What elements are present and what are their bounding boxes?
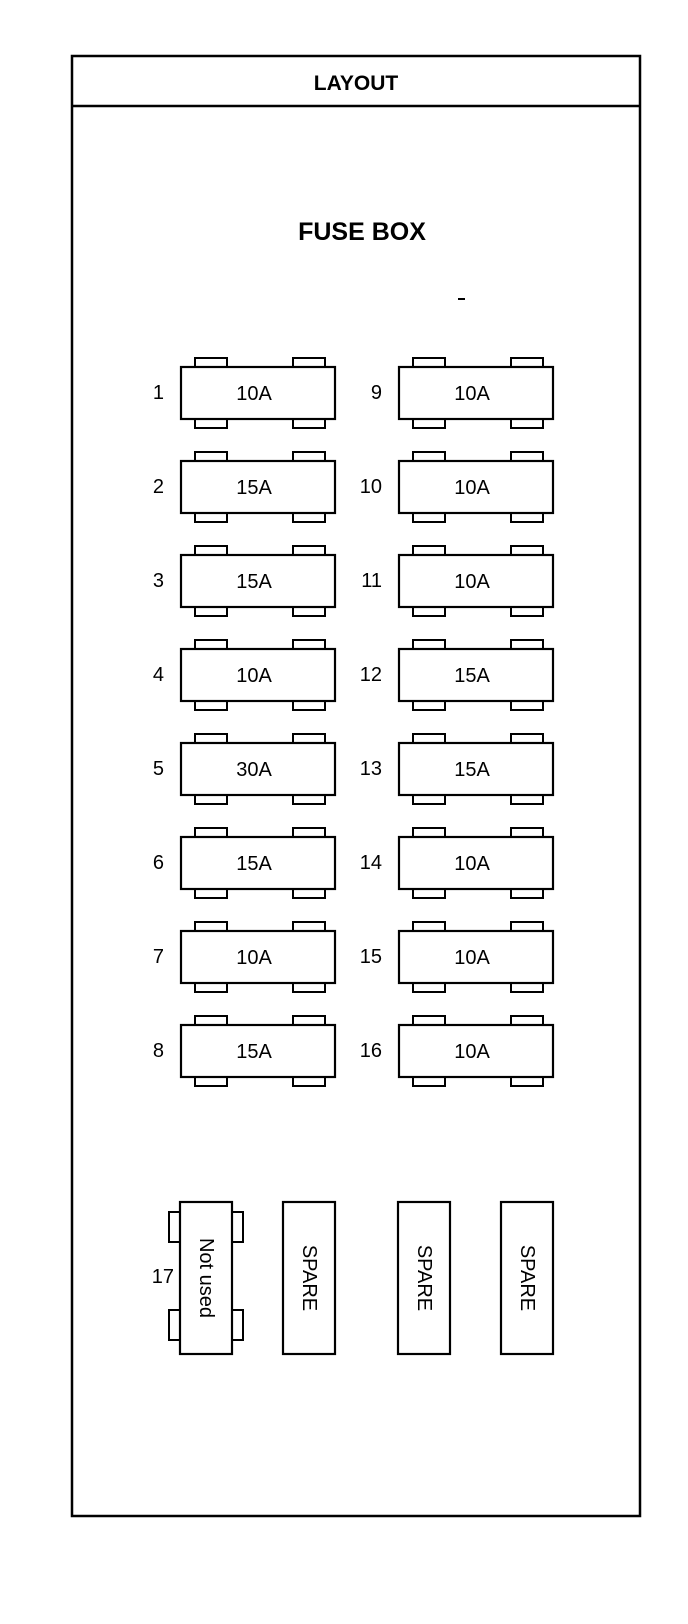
fuse-rating: 10A — [236, 947, 272, 969]
fuse-body — [397, 647, 555, 703]
fuse-7: 7 10A — [153, 921, 337, 993]
fuse-body — [396, 1200, 452, 1356]
fuse-rating: 30A — [236, 759, 272, 781]
fuse-body — [178, 1200, 234, 1356]
fuse-4: 4 10A — [153, 639, 337, 711]
fuse-body — [397, 929, 555, 985]
fuse-body — [397, 459, 555, 515]
header-title: LAYOUT — [314, 72, 399, 95]
fuse-body — [397, 741, 555, 797]
fuse-6: 6 15A — [153, 827, 337, 899]
fuse-body — [179, 365, 337, 421]
fuse-label: SPARE — [298, 1245, 320, 1311]
fuse-5: 5 30A — [153, 733, 337, 805]
fuse-label: Not used — [195, 1238, 217, 1318]
fuse-label: SPARE — [413, 1245, 435, 1311]
fuse-body — [179, 741, 337, 797]
fuse-number: 4 — [153, 664, 164, 686]
spare-fuse-1: SPARE — [281, 1200, 337, 1356]
fuse-1: 1 10A — [153, 357, 337, 429]
fuse-3: 3 15A — [153, 545, 337, 617]
fuse-body — [281, 1200, 337, 1356]
fuse-rating: 10A — [236, 383, 272, 405]
diagram-title: FUSE BOX — [298, 218, 426, 246]
fuse-number: 15 — [360, 946, 382, 968]
fuse-17: Not used 17 — [152, 1200, 244, 1356]
fuse-13: 13 15A — [360, 733, 555, 805]
fuse-rating: 10A — [236, 665, 272, 687]
fuse-rating: 10A — [454, 571, 490, 593]
fuse-number: 10 — [360, 476, 382, 498]
fuse-body — [179, 929, 337, 985]
fuse-body — [179, 647, 337, 703]
fuse-rating: 10A — [454, 853, 490, 875]
fuse-number: 9 — [371, 382, 382, 404]
fuse-8: 8 15A — [153, 1015, 337, 1087]
fuse-rating: 10A — [454, 947, 490, 969]
fuse-number: 16 — [360, 1040, 382, 1062]
fuse-rating: 10A — [454, 1041, 490, 1063]
fuse-body — [397, 835, 555, 891]
fuse-rating: 10A — [454, 477, 490, 499]
fuse-body — [397, 553, 555, 609]
fuse-number: 11 — [361, 570, 382, 592]
fuse-rating: 15A — [236, 477, 272, 499]
fuse-2: 2 15A — [153, 451, 337, 523]
fuse-number: 17 — [152, 1266, 174, 1288]
fuse-rating: 15A — [236, 1041, 272, 1063]
fuse-number: 2 — [153, 476, 164, 498]
fuse-number: 5 — [153, 758, 164, 780]
fuse-12: 12 15A — [360, 639, 555, 711]
fuse-9: 9 10A — [371, 357, 555, 429]
fuse-number: 1 — [153, 382, 164, 404]
fuse-rating: 15A — [236, 853, 272, 875]
fuse-label: SPARE — [516, 1245, 538, 1311]
fuse-rating: 15A — [454, 759, 490, 781]
fuse-number: 7 — [153, 946, 164, 968]
fuse-rating: 15A — [454, 665, 490, 687]
fuse-11: 11 10A — [361, 545, 555, 617]
fuse-body — [179, 553, 337, 609]
fuse-body — [179, 1023, 337, 1079]
outer-frame — [70, 54, 642, 1518]
fuse-number: 6 — [153, 852, 164, 874]
fuse-10: 10 10A — [360, 451, 555, 523]
fuse-number: 12 — [360, 664, 382, 686]
fuse-rating: 10A — [454, 383, 490, 405]
fuse-number: 13 — [360, 758, 382, 780]
fuse-body — [499, 1200, 555, 1356]
fuse-number: 14 — [360, 852, 382, 874]
fuse-number: 3 — [153, 570, 164, 592]
spare-fuse-3: SPARE — [499, 1200, 555, 1356]
fuse-body — [179, 459, 337, 515]
fuse-16: 16 10A — [360, 1015, 555, 1087]
fuse-15: 15 10A — [360, 921, 555, 993]
fuse-body — [397, 365, 555, 421]
fuse-number: 8 — [153, 1040, 164, 1062]
fuse-rating: 15A — [236, 571, 272, 593]
fuse-body — [397, 1023, 555, 1079]
fuse-body — [179, 835, 337, 891]
spare-fuse-2: SPARE — [396, 1200, 452, 1356]
bottom-fuse-row: Not used 17 SPARE SPARE SPARE — [152, 1200, 555, 1356]
fuse-14: 14 10A — [360, 827, 555, 899]
